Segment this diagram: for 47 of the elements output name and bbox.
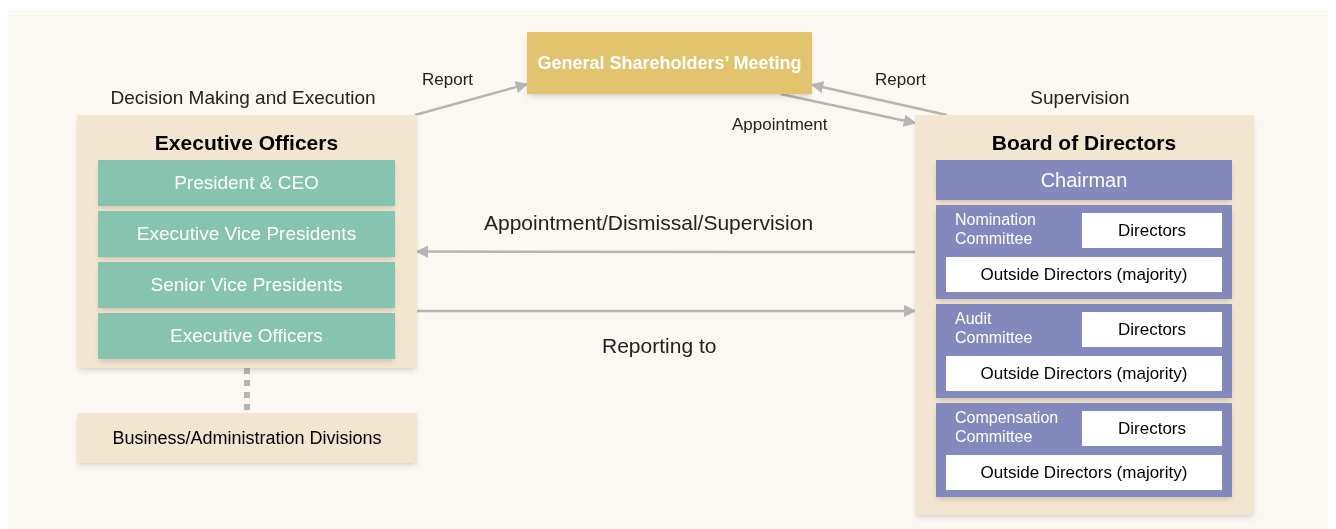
role-box (98, 313, 395, 359)
edge-label: Report (422, 70, 474, 89)
chairman-title: Chairman (1040, 168, 1128, 193)
division-box (77, 413, 417, 463)
group-caption: Supervision (1030, 86, 1130, 110)
committee-name: Compensation Committee (955, 408, 1060, 446)
role-title: Senior Vice Presidents (150, 272, 343, 297)
group-panel (77, 115, 417, 368)
committee-box (936, 403, 1232, 497)
member-box (946, 356, 1222, 391)
division-title: Business/Administration Divisions (112, 426, 382, 450)
role-title: Executive Vice Presidents (136, 221, 357, 246)
arrow (417, 304, 917, 318)
member-title: Directors (1118, 219, 1186, 242)
edge-label: Report (875, 70, 927, 89)
member-title: Outside Directors (majority) (980, 263, 1188, 286)
role-title: President & CEO (174, 170, 319, 195)
member-box (1082, 213, 1222, 248)
member-box (1082, 411, 1222, 446)
committee-box (936, 205, 1232, 299)
member-box (946, 257, 1222, 292)
member-box (946, 455, 1222, 490)
meeting-title: General Shareholders’ Meeting (537, 51, 802, 75)
edge-label: Appointment (732, 115, 828, 134)
edge-label: Appointment/Dismissal/Supervision (484, 211, 814, 234)
role-box (98, 262, 395, 308)
committee-name: Audit Committee (955, 309, 1034, 347)
chairman-box (936, 160, 1232, 200)
member-title: Directors (1118, 417, 1186, 440)
committee-name: Nomination Committee (955, 210, 1037, 248)
group-caption: Decision Making and Execution (110, 86, 376, 110)
role-box (98, 211, 395, 257)
panel-heading: Board of Directors (991, 129, 1177, 156)
dotted-connector (244, 368, 250, 413)
arrow (414, 81, 529, 117)
committee-box (936, 304, 1232, 398)
arrow (780, 92, 917, 127)
edge-label: Reporting to (602, 334, 717, 357)
panel-heading: Executive Officers (154, 129, 339, 156)
member-box (1082, 312, 1222, 347)
role-title: Executive Officers (170, 323, 323, 348)
member-title: Directors (1118, 318, 1186, 341)
role-box (98, 160, 395, 206)
member-title: Outside Directors (majority) (980, 461, 1188, 484)
member-title: Outside Directors (majority) (980, 362, 1188, 385)
group-panel (915, 115, 1254, 515)
meeting-box (527, 32, 812, 94)
